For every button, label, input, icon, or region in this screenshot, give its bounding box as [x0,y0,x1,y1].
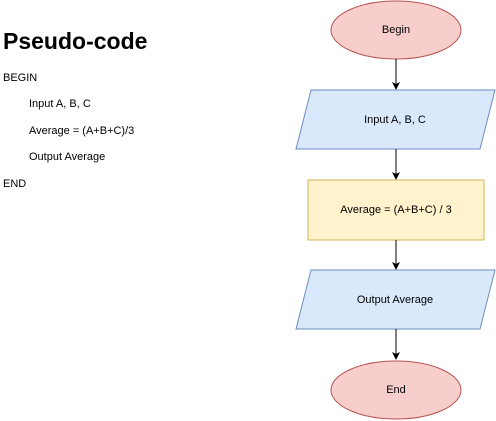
output-parallelogram-border [295,269,496,330]
end-ellipse-border [330,360,462,420]
end-ellipse [331,361,461,419]
end-node[interactable]: End [330,360,462,420]
output-node[interactable]: Output Average [295,269,496,330]
input-label: Input A, B, C [364,114,426,126]
output-parallelogram [296,270,495,329]
process-node[interactable]: Average = (A+B+C) / 3 [307,179,485,241]
begin-ellipse [331,1,461,59]
output-label: Output Average [357,294,433,306]
input-parallelogram [296,90,495,149]
pseudocode-line-input: Input A, B, C [29,98,91,110]
begin-label: Begin [382,24,410,36]
begin-node[interactable]: Begin [330,0,462,60]
process-rect [308,180,484,240]
pseudocode-title: Pseudo-code [3,28,148,54]
process-label: Average = (A+B+C) / 3 [340,204,451,216]
pseudocode-line-output: Output Average [29,151,106,163]
pseudocode-line-begin: BEGIN [3,72,38,84]
pseudocode-line-average: Average = (A+B+C)/3 [29,125,135,137]
end-label: End [386,384,406,396]
input-node[interactable]: Input A, B, C [295,89,496,150]
input-parallelogram-border [295,89,496,150]
pseudocode-line-end: END [3,178,27,190]
